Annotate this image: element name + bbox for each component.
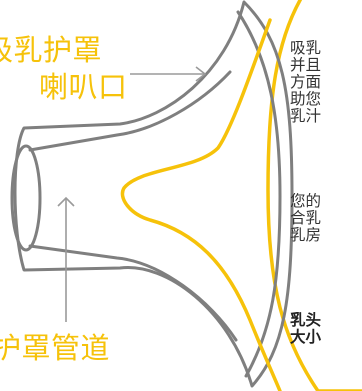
- tunnel-upper-edge: [28, 70, 232, 152]
- tunnel-lower-edge: [28, 244, 238, 342]
- callout-arrows: [57, 66, 207, 322]
- panel-paragraph-2: 您的 合乳 乳房: [290, 193, 322, 244]
- label-tunnel: 护罩管道: [0, 331, 111, 365]
- nipple-contour: [120, 18, 282, 391]
- tunnel-callout-arrow: [57, 196, 75, 322]
- label-funnel: 喇叭口: [39, 70, 128, 104]
- label-breast-shield: 吸乳护罩: [0, 33, 103, 67]
- panel-paragraph-3: 乳头 大小: [290, 312, 322, 346]
- funnel-callout-arrow: [130, 66, 207, 82]
- tunnel-rim: [10, 144, 42, 252]
- panel-paragraph-1: 吸乳 并且 方面 助您 乳汁: [290, 40, 322, 125]
- funnel-inner-lip: [236, 10, 282, 378]
- info-panel: [266, 0, 362, 391]
- breast-shield-outline: [10, 0, 294, 388]
